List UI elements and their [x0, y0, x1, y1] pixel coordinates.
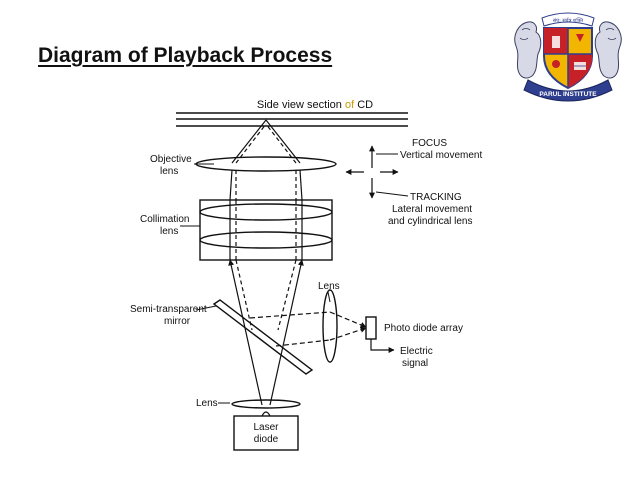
detector-lens-label: Lens [318, 281, 340, 292]
tracking-pointer [375, 191, 409, 197]
semi-mirror-label-2: mirror [164, 316, 191, 327]
collimation-lens-lower [199, 231, 333, 249]
semi-transparent-mirror [212, 299, 314, 375]
objective-lens-label-1: Objective [150, 154, 192, 165]
reflected-beam [249, 311, 367, 347]
vertical-movement-label: Vertical movement [400, 150, 482, 161]
focused-beam [231, 119, 301, 164]
objective-lens [195, 156, 337, 172]
movement-arrows-icon [345, 145, 399, 199]
collimation-lens-label-1: Collimation [140, 214, 189, 225]
laser-diode-label-1: Laser [253, 422, 279, 433]
detector-lens-pointer [327, 291, 331, 303]
tracking-label: TRACKING [410, 192, 462, 203]
electric-signal-arrow [370, 339, 395, 353]
electric-signal-label-1: Electric [400, 346, 433, 357]
laser-lens-label: Lens [196, 398, 218, 409]
logo-ribbon-text: PARUL INSTITUTE [539, 91, 597, 98]
cd-disc-section [176, 112, 408, 127]
logo-motto: संघ: सर्वत्र शक्ति [553, 17, 584, 24]
beam-objective-collimation [229, 169, 303, 201]
semi-mirror-label-1: Semi-transparent [130, 304, 207, 315]
right-lion-icon [594, 21, 622, 79]
semi-mirror-pointer [195, 305, 217, 311]
detector-lens [322, 289, 338, 363]
beam-through-collimation [229, 200, 303, 260]
cd-section-label: Side view section of CD [257, 99, 373, 111]
objective-lens-label-2: lens [160, 166, 178, 177]
laser-diode-label-2: diode [254, 434, 279, 445]
focus-label: FOCUS [412, 138, 447, 149]
slide-title: Diagram of Playback Process [38, 44, 333, 67]
electric-signal-label-2: signal [402, 358, 428, 369]
laser-diode [233, 415, 299, 451]
left-lion-icon [514, 21, 542, 79]
laser-lens [231, 399, 301, 409]
photo-diode-label: Photo diode array [384, 323, 463, 334]
photo-diode-array [365, 316, 377, 340]
cylindrical-lens-label: and cylindrical lens [388, 216, 473, 227]
lateral-movement-label: Lateral movement [392, 204, 472, 215]
collimation-lens-upper [199, 203, 333, 221]
laser-emitter [261, 411, 271, 417]
beam-to-laser [228, 259, 304, 406]
collimation-housing [199, 199, 333, 261]
parul-institute-logo: संघ: सर्वत्र शक्ति PARUL INSTITUTE [514, 12, 622, 102]
collimation-lens-label-2: lens [160, 226, 178, 237]
